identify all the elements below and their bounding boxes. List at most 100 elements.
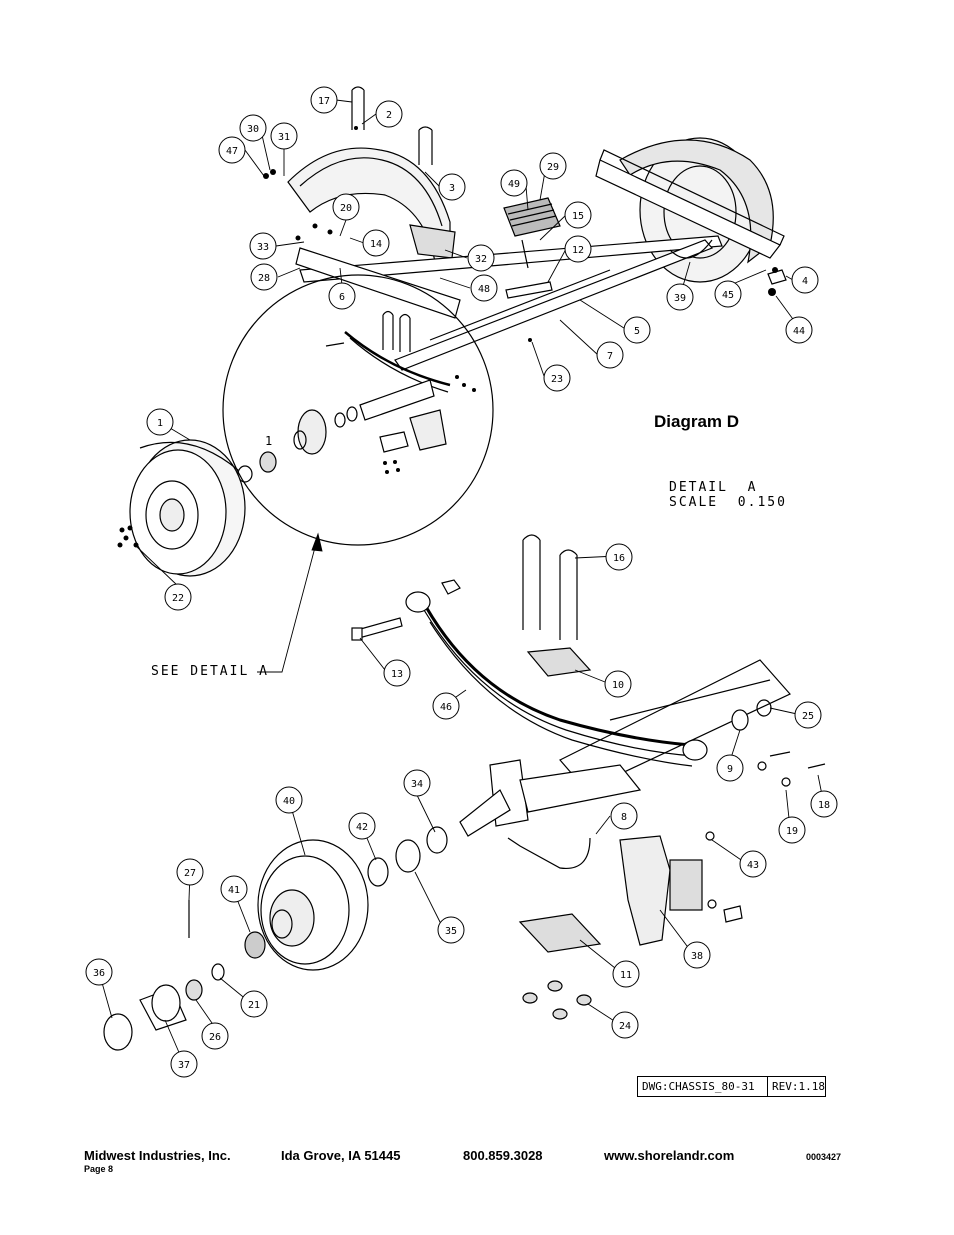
callout-number: 7 bbox=[607, 351, 613, 362]
callout-balloon bbox=[716, 754, 744, 782]
callout-balloon bbox=[791, 266, 819, 294]
callout-46: 46 bbox=[432, 692, 460, 720]
callout-number: 41 bbox=[228, 885, 240, 896]
callout-23: 23 bbox=[543, 364, 571, 392]
callout-number: 36 bbox=[93, 968, 105, 979]
callout-24: 24 bbox=[611, 1011, 639, 1039]
callout-33: 33 bbox=[249, 232, 277, 260]
callout-31: 31 bbox=[270, 122, 298, 150]
upper-chassis-assembly bbox=[263, 86, 787, 371]
drawing-number: DWG:CHASSIS_80-31 bbox=[638, 1077, 769, 1096]
callout-balloon bbox=[164, 583, 192, 611]
callout-balloon bbox=[623, 316, 651, 344]
callout-16: 16 bbox=[605, 543, 633, 571]
callout-3: 3 bbox=[438, 173, 466, 201]
callout-number: 23 bbox=[551, 374, 563, 385]
callout-43: 43 bbox=[739, 850, 767, 878]
callout-39: 39 bbox=[666, 283, 694, 311]
callout-balloon bbox=[146, 408, 174, 436]
callout-48: 48 bbox=[470, 274, 498, 302]
callout-number: 33 bbox=[257, 242, 269, 253]
callout-45: 45 bbox=[714, 280, 742, 308]
callout-balloon bbox=[176, 858, 204, 886]
callout-36: 36 bbox=[85, 958, 113, 986]
callout-number: 17 bbox=[318, 96, 330, 107]
callout-32: 32 bbox=[467, 244, 495, 272]
callout-number: 12 bbox=[572, 245, 584, 256]
callout-number: 29 bbox=[547, 162, 559, 173]
callout-balloon bbox=[437, 916, 465, 944]
callout-balloon bbox=[605, 543, 633, 571]
callout-27: 27 bbox=[176, 858, 204, 886]
callout-number: 30 bbox=[247, 124, 259, 135]
see-detail-note: SEE DETAIL A bbox=[151, 664, 269, 679]
callout-number: 31 bbox=[278, 132, 290, 143]
callout-balloon bbox=[810, 790, 838, 818]
callout-balloon bbox=[438, 173, 466, 201]
callout-19: 19 bbox=[778, 816, 806, 844]
callout-number: 19 bbox=[786, 826, 798, 837]
callout-balloon bbox=[467, 244, 495, 272]
callout-30: 30 bbox=[239, 114, 267, 142]
callout-balloon bbox=[403, 769, 431, 797]
callout-number: 26 bbox=[209, 1032, 221, 1043]
hub-label: 1 bbox=[265, 434, 273, 448]
footer-website[interactable]: www.shorelandr.com bbox=[604, 1148, 735, 1163]
callout-28: 28 bbox=[250, 263, 278, 291]
callout-number: 22 bbox=[172, 593, 184, 604]
callout-number: 25 bbox=[802, 711, 814, 722]
callout-number: 42 bbox=[356, 822, 368, 833]
callout-balloon bbox=[610, 802, 638, 830]
callout-number: 1 bbox=[157, 418, 163, 429]
footer-company: Midwest Industries, Inc. bbox=[84, 1148, 231, 1163]
callout-balloon bbox=[348, 812, 376, 840]
callout-37: 37 bbox=[170, 1050, 198, 1078]
callout-balloon bbox=[328, 282, 356, 310]
callout-number: 21 bbox=[248, 1000, 260, 1011]
callout-22: 22 bbox=[164, 583, 192, 611]
tire-and-wheel bbox=[117, 439, 246, 577]
callout-balloon bbox=[375, 100, 403, 128]
callout-44: 44 bbox=[785, 316, 813, 344]
callout-number: 16 bbox=[613, 553, 625, 564]
callout-balloon bbox=[270, 122, 298, 150]
callout-12: 12 bbox=[564, 235, 592, 263]
callout-balloon bbox=[666, 283, 694, 311]
callout-26: 26 bbox=[201, 1022, 229, 1050]
callout-balloon bbox=[539, 152, 567, 180]
callout-balloon bbox=[683, 941, 711, 969]
callout-number: 43 bbox=[747, 860, 759, 871]
callout-4: 4 bbox=[791, 266, 819, 294]
revision: REV:1.18 bbox=[772, 1080, 825, 1093]
callout-balloon bbox=[612, 960, 640, 988]
callout-21: 21 bbox=[240, 990, 268, 1018]
detail-a-circle bbox=[222, 274, 494, 546]
callout-balloon bbox=[239, 114, 267, 142]
callout-balloon bbox=[794, 701, 822, 729]
callout-number: 20 bbox=[340, 203, 352, 214]
callout-number: 3 bbox=[449, 183, 455, 194]
title-block: DWG:CHASSIS_80-31 REV:1.18 bbox=[637, 1076, 826, 1097]
callout-number: 47 bbox=[226, 146, 238, 157]
callout-balloon bbox=[604, 670, 632, 698]
callout-number: 38 bbox=[691, 951, 703, 962]
callout-1: 1 bbox=[146, 408, 174, 436]
callout-42: 42 bbox=[348, 812, 376, 840]
callout-balloon bbox=[564, 201, 592, 229]
callout-number: 46 bbox=[440, 702, 452, 713]
callout-balloon bbox=[201, 1022, 229, 1050]
callout-balloon bbox=[383, 659, 411, 687]
diagram-title: Diagram D bbox=[654, 412, 740, 431]
callout-balloon bbox=[596, 341, 624, 369]
callout-balloon bbox=[310, 86, 338, 114]
callout-6: 6 bbox=[328, 282, 356, 310]
callout-number: 15 bbox=[572, 211, 584, 222]
callout-balloon bbox=[778, 816, 806, 844]
callout-9: 9 bbox=[716, 754, 744, 782]
callout-41: 41 bbox=[220, 875, 248, 903]
callout-8: 8 bbox=[610, 802, 638, 830]
callout-number: 39 bbox=[674, 293, 686, 304]
detail-scale-note: DETAIL A SCALE 0.150 bbox=[669, 480, 787, 510]
